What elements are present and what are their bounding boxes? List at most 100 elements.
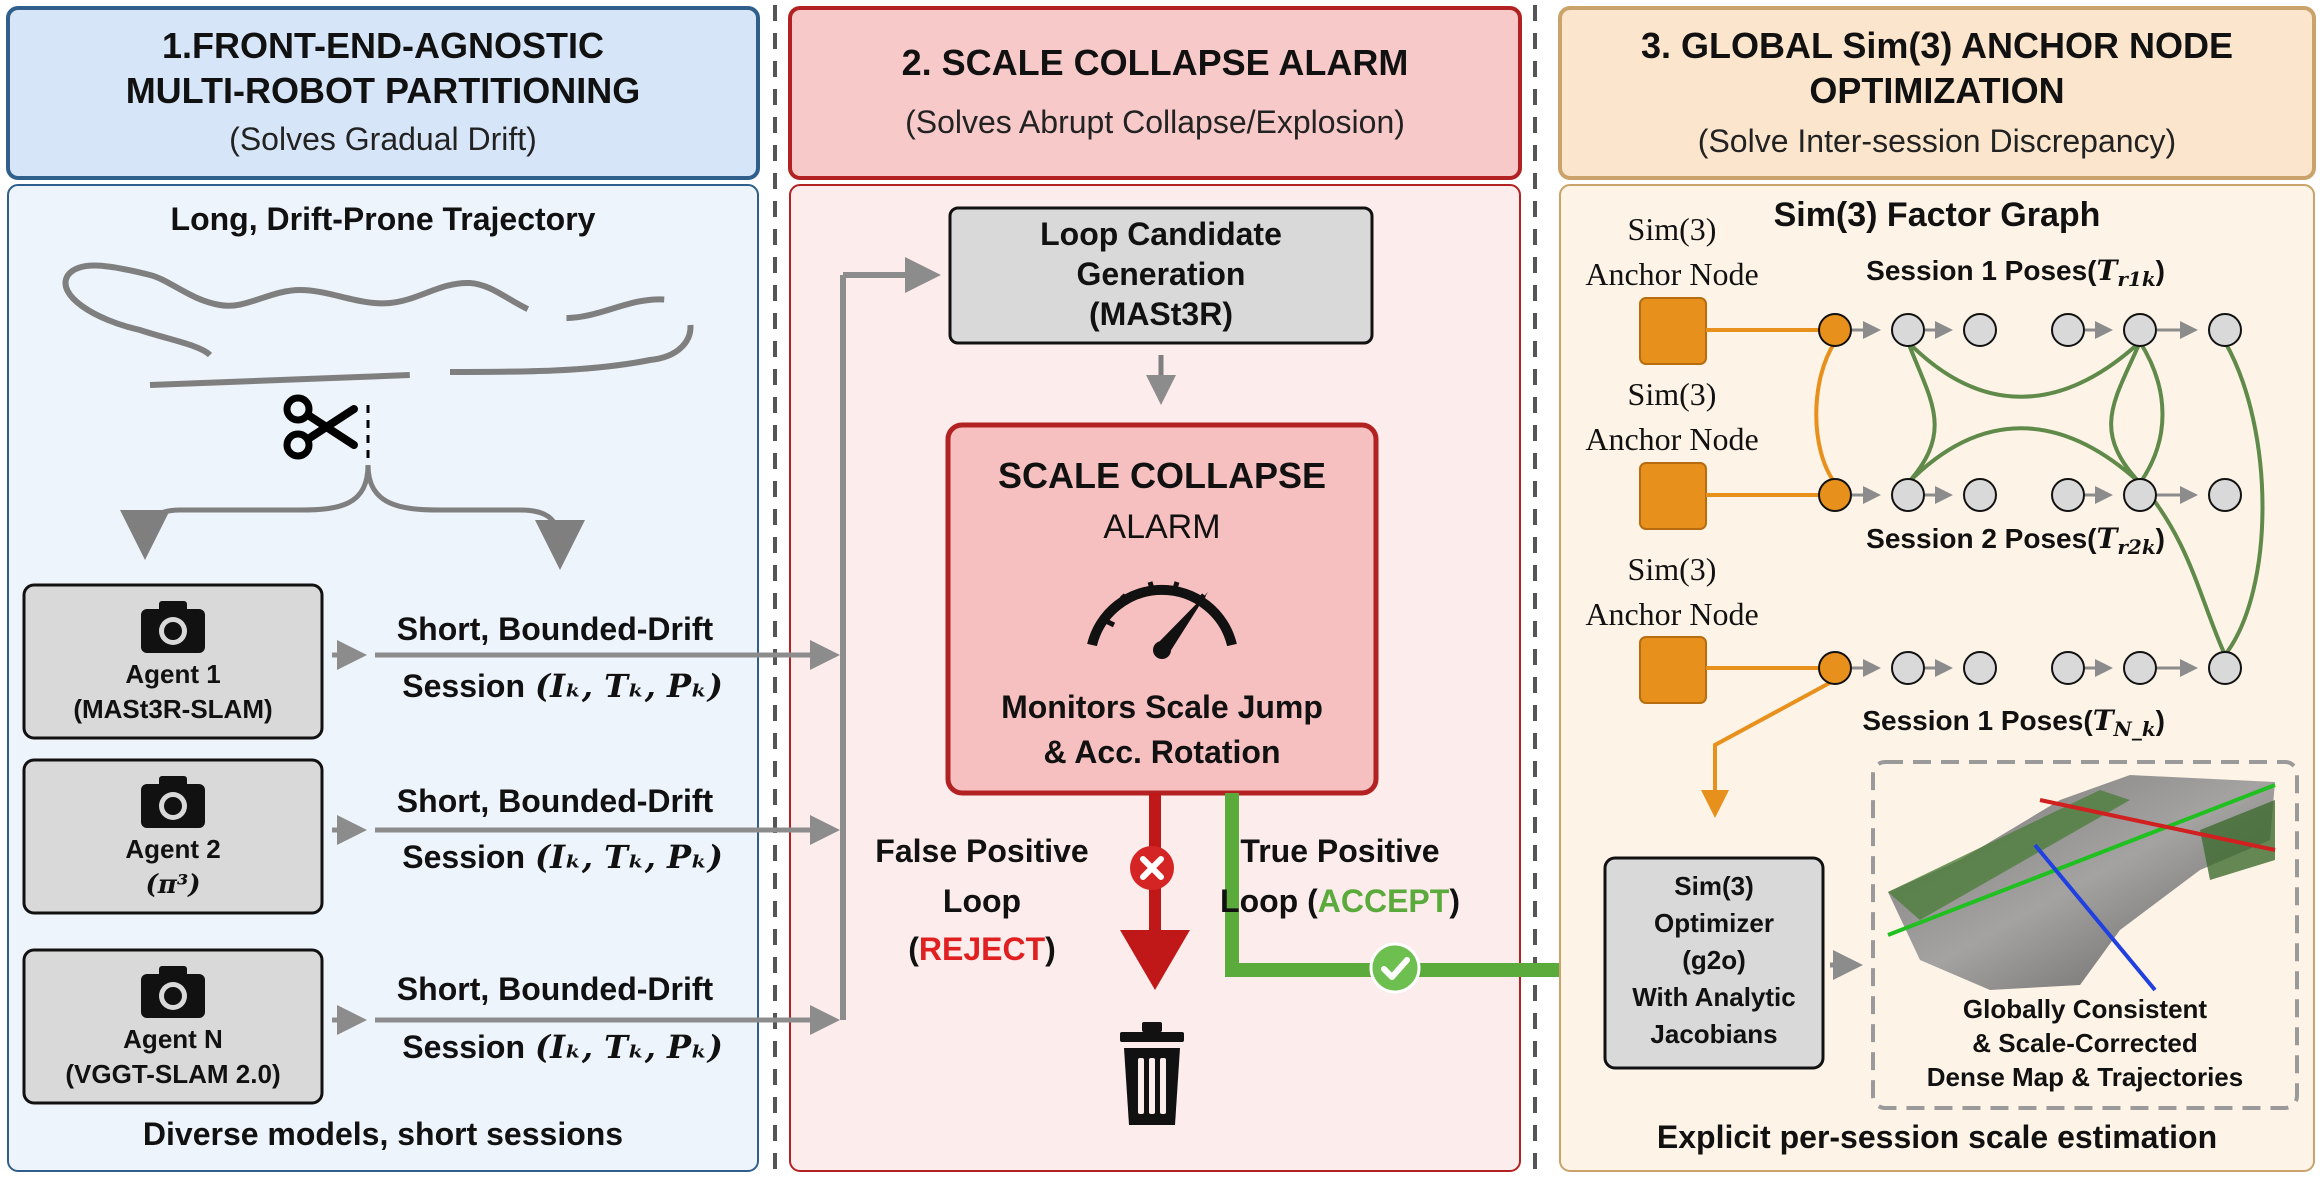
- reject-x-icon: [1130, 846, 1174, 890]
- pose-node: [2208, 313, 2242, 347]
- split-arrow-left: [120, 464, 371, 560]
- pose-node: [2051, 313, 2085, 347]
- session-word: Session: [402, 839, 525, 875]
- loop-edge: [2138, 481, 2227, 656]
- session-n-label: Session 1 Poses(TN_k): [1862, 704, 2165, 741]
- pose-node: [1891, 478, 1925, 512]
- panel-3-subtitle: (Solve Inter-session Discrepancy): [1698, 123, 2176, 159]
- session-math: (Iₖ, Tₖ, Pₖ): [535, 1028, 723, 1066]
- panel-1: 1.FRONT-END-AGNOSTIC MULTI-ROBOT PARTITI…: [6, 6, 760, 1172]
- accept-branch-line: [1225, 793, 1570, 977]
- accept-label: Loop (ACCEPT): [1220, 883, 1460, 919]
- panel-3-header: [1558, 6, 2316, 180]
- loop-edge: [1906, 426, 2142, 485]
- optimizer-box: [1603, 856, 1825, 1070]
- agent-model: (MASt3R-SLAM): [73, 694, 272, 724]
- anchor-label-line1: Sim(3): [1628, 551, 1717, 587]
- camera-icon: [141, 776, 205, 828]
- pose-node: [2051, 651, 2085, 685]
- optimizer-line: (g2o): [1682, 945, 1746, 975]
- session-word: Session: [402, 1029, 525, 1065]
- monitors-line1: Monitors Scale Jump: [1001, 689, 1323, 725]
- session-math: (Iₖ, Tₖ, Pₖ): [535, 838, 723, 876]
- session-label-line1: Short, Bounded-Drift: [397, 611, 714, 647]
- loop-edge: [1906, 340, 2142, 399]
- reject-arrow-head: [1120, 930, 1190, 990]
- pose-node: [2123, 478, 2157, 512]
- trajectory-red: [2039, 798, 2276, 852]
- reject-label: (REJECT): [908, 931, 1056, 967]
- panel-2: 2. SCALE COLLAPSE ALARM (Solves Abrupt C…: [375, 6, 1605, 1172]
- pose-node: [1891, 313, 1925, 347]
- anchor-label-line1: Sim(3): [1628, 211, 1717, 247]
- trajectory-label: Long, Drift-Prone Trajectory: [171, 201, 596, 237]
- agent-name: Agent 1: [125, 659, 220, 689]
- panel-2-subtitle: (Solves Abrupt Collapse/Explosion): [905, 104, 1405, 140]
- pose-node: [1963, 313, 1997, 347]
- accept-check-icon: [1369, 942, 1421, 994]
- trash-icon: [1120, 1022, 1184, 1125]
- agent-name: Agent N: [123, 1024, 223, 1054]
- pose-node: [1818, 313, 1852, 347]
- agent-n-box: Agent N (VGGT-SLAM 2.0): [22, 948, 324, 1105]
- anchor-label-line2: Anchor Node: [1585, 256, 1758, 292]
- drift-trajectory: [62, 262, 694, 388]
- pose-node: [1963, 651, 1997, 685]
- camera-icon: [141, 966, 205, 1018]
- alarm-title-line2: ALARM: [1103, 508, 1220, 546]
- panel-3-title-line1: 3. GLOBAL Sim(3) ANCHOR NODE: [1641, 25, 2233, 66]
- session-label-line1: Short, Bounded-Drift: [397, 971, 714, 1007]
- trajectory-blue: [2033, 843, 2157, 992]
- panel-2-header: [788, 6, 1522, 180]
- optimizer-line: Optimizer: [1654, 908, 1774, 938]
- agent-model: (π³): [145, 870, 200, 900]
- true-positive-line1: True Positive: [1240, 833, 1439, 869]
- false-positive-line1: False Positive: [875, 833, 1088, 869]
- map-caption-line: Globally Consistent: [1963, 994, 2207, 1024]
- scissors-icon: [283, 394, 358, 460]
- loop-edge: [2109, 341, 2142, 485]
- pose-node: [2123, 651, 2157, 685]
- map-caption-line: & Scale-Corrected: [1972, 1028, 2197, 1058]
- panel-1-header: [6, 6, 760, 180]
- anchor-label-line2: Anchor Node: [1585, 421, 1758, 457]
- session-n-poses: [1818, 651, 2242, 685]
- agent-1-box: Agent 1 (MASt3R-SLAM): [22, 583, 324, 740]
- loop-candidate-line3: (MASt3R): [1089, 296, 1233, 332]
- session-label-line1: Short, Bounded-Drift: [397, 783, 714, 819]
- camera-icon: [141, 601, 205, 653]
- loop-candidate-box: [948, 206, 1374, 345]
- panel-1-footer: Diverse models, short sessions: [143, 1116, 623, 1152]
- panel-1-title-line1: 1.FRONT-END-AGNOSTIC: [162, 25, 604, 66]
- dense-map-image: [1887, 775, 2276, 992]
- anchor-node-1: [1639, 297, 1707, 365]
- panel-3-title-line2: OPTIMIZATION: [1809, 70, 2064, 111]
- agent-name: Agent 2: [125, 834, 220, 864]
- session-2-label: Session 2 Poses(Tr2k): [1866, 522, 2165, 559]
- loop-edge: [2138, 340, 2165, 485]
- pose-node: [2123, 313, 2157, 347]
- loop-edge: [2223, 341, 2265, 657]
- session-1-poses: [1818, 313, 2242, 347]
- pose-node: [1963, 478, 1997, 512]
- session-1-label: Session 1 Poses(Tr1k): [1866, 254, 2165, 291]
- pose-node: [2208, 651, 2242, 685]
- map-caption-line: Dense Map & Trajectories: [1927, 1062, 2243, 1092]
- factor-graph-title: Sim(3) Factor Graph: [1774, 196, 2101, 234]
- pose-node: [1818, 478, 1852, 512]
- optimizer-line: Sim(3): [1674, 871, 1753, 901]
- split-arrow-right: [365, 464, 585, 570]
- speedometer-icon: [1087, 581, 1237, 659]
- pose-node: [2051, 478, 2085, 512]
- false-positive-line2: Loop: [943, 883, 1021, 919]
- session-math: (Iₖ, Tₖ, Pₖ): [535, 667, 723, 705]
- panel-1-title-line2: MULTI-ROBOT PARTITIONING: [126, 70, 641, 111]
- anchor-node-2: [1639, 462, 1707, 530]
- optimizer-line: With Analytic: [1632, 982, 1795, 1012]
- anchor-label-line2: Anchor Node: [1585, 596, 1758, 632]
- loop-edge: [1906, 341, 1937, 485]
- pose-node: [1818, 651, 1852, 685]
- pose-node: [2208, 478, 2242, 512]
- loop-candidate-line2: Generation: [1077, 256, 1246, 292]
